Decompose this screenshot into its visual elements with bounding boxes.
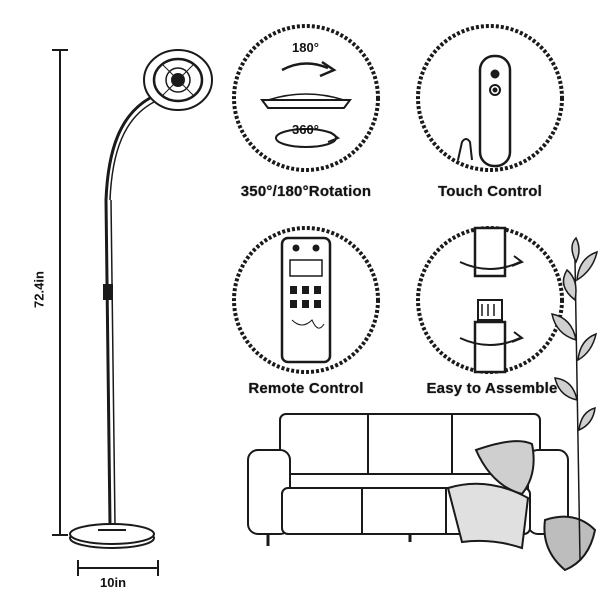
touch-control-feature-label: Touch Control bbox=[438, 183, 542, 200]
rotation-feature-label: 350°/180°Rotation bbox=[240, 183, 372, 200]
rotation-360-label: 360° bbox=[292, 122, 319, 137]
rotation-180-label: 180° bbox=[292, 40, 319, 55]
floor-lamp-illustration bbox=[69, 49, 213, 549]
base-width-label: 10in bbox=[100, 575, 127, 590]
remote-feature-illustration bbox=[232, 226, 380, 374]
height-label: 72.4in bbox=[31, 271, 47, 308]
easy-assemble-feature-label: Easy to Assemble bbox=[426, 380, 558, 397]
rotation-feature-illustration bbox=[232, 24, 380, 172]
touch-panel-icon bbox=[478, 54, 512, 168]
height-dimension-line bbox=[52, 49, 68, 536]
rotation-arrow-icon bbox=[281, 62, 329, 72]
remote-control-feature-label: Remote Control bbox=[248, 380, 364, 397]
touch-control-feature-illustration bbox=[416, 24, 564, 172]
plant-illustration bbox=[551, 236, 599, 561]
assembly-feature-illustration bbox=[416, 226, 564, 374]
sofa-illustration bbox=[247, 413, 597, 572]
width-dimension-line bbox=[77, 560, 159, 576]
